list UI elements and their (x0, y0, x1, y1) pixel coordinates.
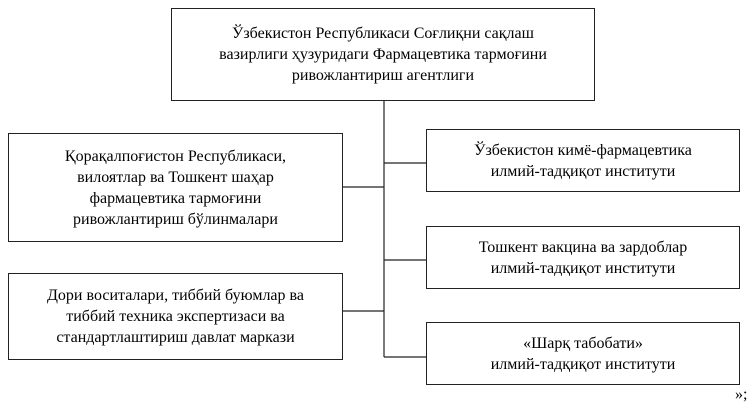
expertise-center-box: Дори воситалари, тиббий буюмлар ва тибби… (8, 273, 343, 360)
agency-label: Ўзбекистон Республикаси Соғлиқни сақлаш … (219, 25, 547, 84)
closing-punctuation: »; (735, 386, 748, 403)
vaccine-institute-label: Тошкент вакцина ва зардоблар илмий-тадқи… (478, 238, 688, 277)
eastern-medicine-institute-box: «Шарқ табобати» илмий-тадқиқот институти (426, 322, 740, 385)
regional-divisions-box: Қорақалпоғистон Республикаси, вилоятлар … (8, 133, 343, 242)
agency-box: Ўзбекистон Республикаси Соғлиқни сақлаш … (171, 8, 595, 101)
expertise-center-label: Дори воситалари, тиббий буюмлар ва тибби… (47, 287, 304, 346)
vaccine-institute-box: Тошкент вакцина ва зардоблар илмий-тадқи… (426, 226, 740, 289)
regional-divisions-label: Қорақалпоғистон Республикаси, вилоятлар … (64, 147, 287, 228)
eastern-medicine-institute-label: «Шарқ табобати» илмий-тадқиқот институти (490, 334, 676, 373)
chem-pharma-institute-box: Ўзбекистон кимё-фармацевтика илмий-тадқи… (426, 129, 740, 192)
chem-pharma-institute-label: Ўзбекистон кимё-фармацевтика илмий-тадқи… (474, 141, 692, 180)
